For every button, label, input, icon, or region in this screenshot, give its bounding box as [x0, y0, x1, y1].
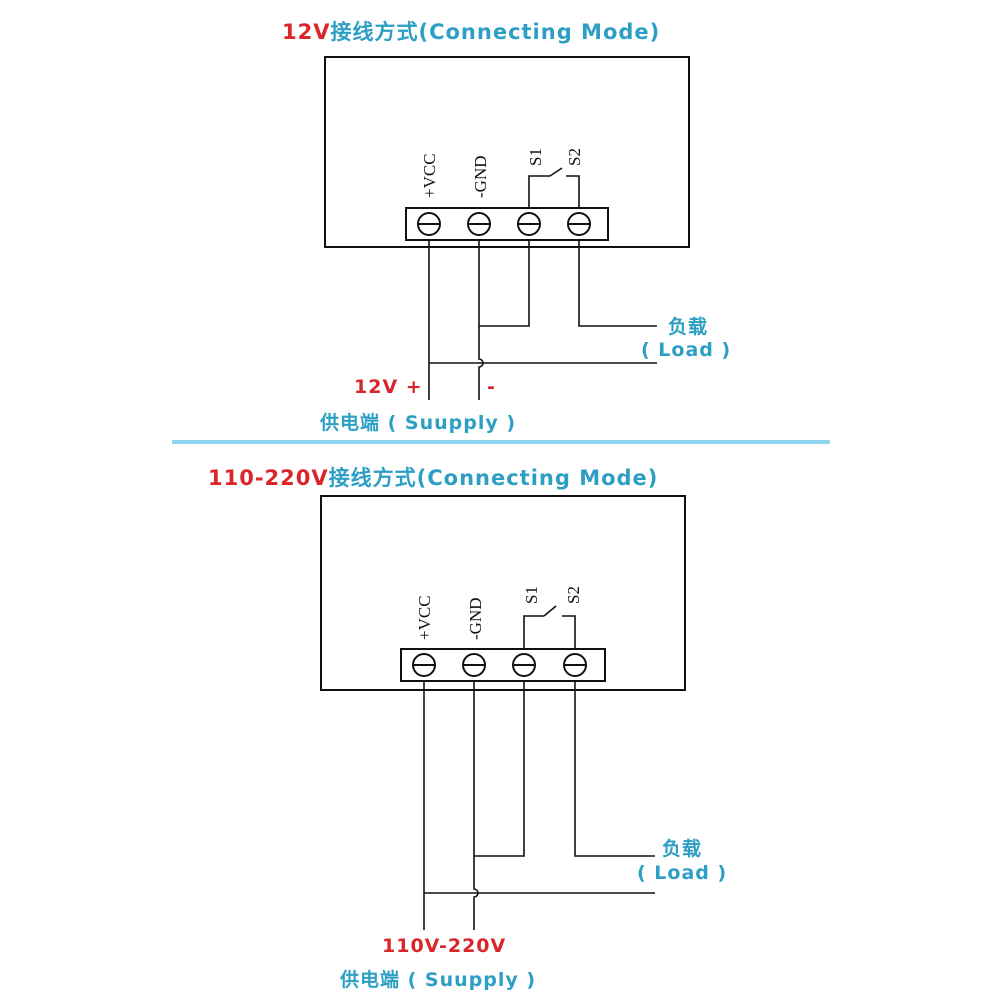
section2-load-en: ( Load ) [637, 862, 728, 884]
section2-wire-s1 [474, 681, 525, 857]
section1-pin-vcc: +VCC [420, 153, 439, 198]
section2-pin-gnd: -GND [466, 598, 485, 641]
section1-pin-gnd: -GND [471, 156, 490, 199]
section2-load-cn: 负载 [662, 838, 703, 860]
section1-pin-s1: S1 [526, 148, 545, 166]
section1-load-en: ( Load ) [641, 339, 732, 361]
section2-pin-s1: S1 [522, 586, 541, 604]
section1-switch-right [566, 175, 580, 208]
section1-supply-label: 供电端 ( Suupply ) [320, 412, 517, 434]
section1-supply-voltage: 12V + [354, 376, 423, 398]
section2-pin-vcc: +VCC [415, 595, 434, 640]
section2-title: 110-220V接线方式(Connecting Mode) [208, 462, 658, 492]
section1-supply-minus: - [487, 376, 496, 398]
section2-switch-right [562, 615, 576, 649]
section2-title-text: 接线方式(Connecting Mode) [328, 466, 659, 490]
section2-wire-s2 [574, 681, 655, 857]
section2-title-voltage: 110-220V [208, 466, 329, 490]
section1-wire-s2 [578, 240, 657, 327]
section-divider [172, 440, 830, 444]
section1-title-voltage: 12V [282, 20, 331, 44]
section2-switch-left [523, 615, 544, 649]
section2-pin-s2: S2 [564, 586, 583, 604]
section1-title-text: 接线方式(Connecting Mode) [330, 20, 661, 44]
section1-title: 12V接线方式(Connecting Mode) [282, 16, 660, 46]
section1-wire-s1 [479, 240, 530, 327]
section1-switch-blade [549, 167, 563, 177]
section1-pin-s2: S2 [565, 148, 584, 166]
section2-supply-voltage: 110V-220V [382, 935, 507, 957]
section1-load-cn: 负载 [668, 316, 709, 338]
section1-switch-left [528, 175, 550, 208]
section2-switch-blade [543, 605, 557, 617]
section2-supply-label: 供电端 ( Suupply ) [340, 969, 537, 991]
